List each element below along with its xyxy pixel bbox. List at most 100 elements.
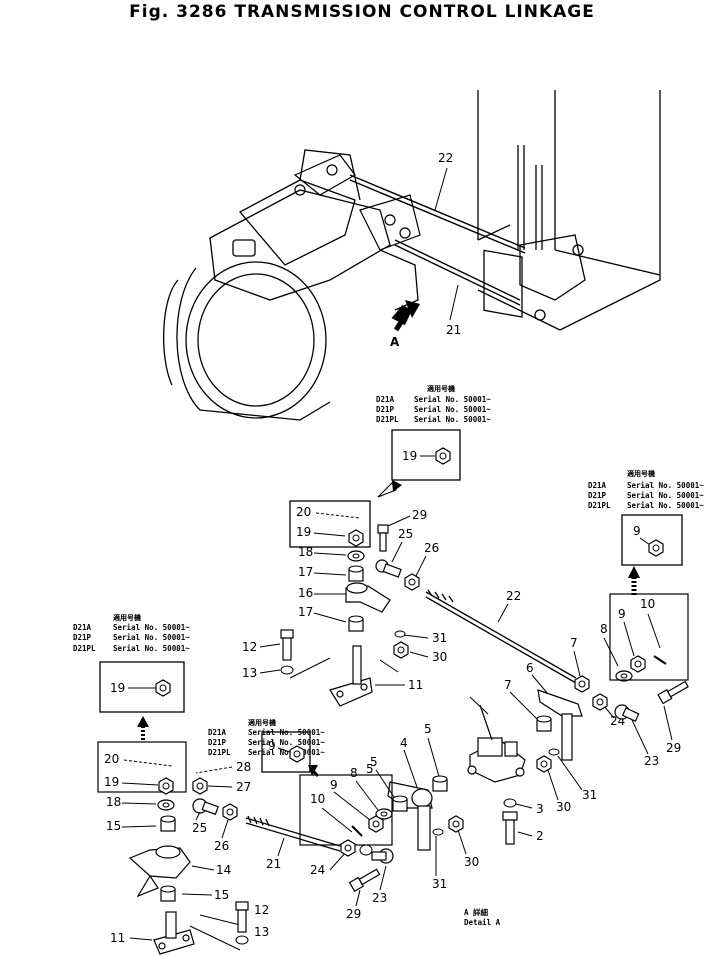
arm-6 xyxy=(537,689,583,761)
callout-3: 3 xyxy=(536,802,544,816)
control-box xyxy=(477,90,661,331)
callout-17: 17 xyxy=(298,565,313,579)
callout-10: 10 xyxy=(310,792,325,806)
view-arrow-a xyxy=(391,300,420,332)
serial-text: Serial No. 50001~ xyxy=(113,623,190,632)
leader xyxy=(557,755,583,791)
leader xyxy=(195,811,201,821)
callout-7: 7 xyxy=(504,678,512,692)
cotter-pin-icon xyxy=(351,825,363,837)
serial-model: D21A xyxy=(588,481,607,490)
serial-model: D21P xyxy=(73,633,92,642)
upper-valve-linkage xyxy=(293,154,421,251)
bolt-12 xyxy=(235,901,249,933)
callout-5: 5 xyxy=(366,762,374,776)
lever-16 xyxy=(345,582,391,613)
leader xyxy=(121,782,159,786)
leader-21 xyxy=(449,284,459,321)
nut-icon xyxy=(404,573,420,591)
leader xyxy=(321,807,353,833)
washer-icon xyxy=(503,798,517,808)
serial-header: 適用号機 xyxy=(427,384,455,393)
leader xyxy=(469,696,489,715)
leader xyxy=(181,893,213,896)
serial-model: D21P xyxy=(376,405,395,414)
inset-box xyxy=(261,731,311,773)
serial-model: D21A xyxy=(376,395,395,404)
serial-model: D21PL xyxy=(376,415,399,424)
leader xyxy=(313,552,347,556)
callout-11: 11 xyxy=(408,678,423,692)
leader xyxy=(623,621,635,657)
callout-7: 7 xyxy=(570,636,578,650)
serial-header: 適用号機 xyxy=(113,613,141,622)
leader xyxy=(355,780,379,811)
bolt-12 xyxy=(280,629,294,661)
leader xyxy=(259,643,281,648)
callout-29: 29 xyxy=(346,907,361,921)
leader xyxy=(121,825,157,828)
leader xyxy=(427,737,441,781)
leader-22 xyxy=(434,167,448,211)
callout-19: 19 xyxy=(110,681,125,695)
snap-ring-icon xyxy=(394,630,406,638)
nut-icon xyxy=(574,675,590,693)
leader xyxy=(603,705,615,719)
lever-14 xyxy=(128,845,191,898)
leader xyxy=(573,650,581,677)
leader xyxy=(355,889,361,907)
leader xyxy=(547,769,559,801)
washer-icon xyxy=(157,799,175,811)
inset-box xyxy=(621,514,683,566)
nut-icon xyxy=(448,815,464,833)
nut-icon xyxy=(393,641,409,659)
rod-end-25 xyxy=(192,798,219,816)
leader xyxy=(207,785,233,788)
leader xyxy=(403,634,429,639)
detail-caption-en: Detail A xyxy=(464,918,501,927)
transmission-housing xyxy=(162,149,419,421)
serial-text: Serial No. 50001~ xyxy=(414,395,491,404)
nut-icon xyxy=(340,839,356,857)
leader xyxy=(457,829,467,855)
cotter-pin xyxy=(195,766,233,774)
serial-header: 適用号機 xyxy=(248,718,276,727)
leader xyxy=(191,865,215,871)
serial-text: Serial No. 50001~ xyxy=(414,415,491,424)
leader xyxy=(415,555,427,577)
washer-icon xyxy=(347,550,365,562)
callout-16: 16 xyxy=(298,586,313,600)
serial-model: D21P xyxy=(208,738,227,747)
callout-31: 31 xyxy=(582,788,597,802)
nut-icon xyxy=(158,777,174,795)
snap-ring-icon xyxy=(432,828,444,836)
rod-end-23 xyxy=(371,848,394,864)
bolt-29 xyxy=(348,868,381,893)
callout-19: 19 xyxy=(296,525,311,539)
serial-model: D21A xyxy=(208,728,227,737)
callout-30: 30 xyxy=(464,855,479,869)
callout-2: 2 xyxy=(536,829,544,843)
callout-15: 15 xyxy=(106,819,121,833)
leader xyxy=(313,612,347,623)
serial-model: D21PL xyxy=(73,644,96,653)
nut-icon xyxy=(648,539,664,557)
callout-25: 25 xyxy=(192,821,207,835)
nut-icon xyxy=(155,679,171,697)
leader xyxy=(277,837,285,857)
rod-end-25 xyxy=(375,559,402,578)
nut-icon xyxy=(289,745,305,763)
serial-text: Serial No. 50001~ xyxy=(627,491,704,500)
callout-25: 25 xyxy=(398,527,413,541)
serial-text: Serial No. 50001~ xyxy=(248,738,325,747)
serial-text: Serial No. 50001~ xyxy=(414,405,491,414)
callout-10: 10 xyxy=(640,597,655,611)
arrow-up-icon xyxy=(628,566,640,595)
serial-text: Serial No. 50001~ xyxy=(627,501,704,510)
washer-icon xyxy=(359,844,373,856)
nut-icon xyxy=(368,815,384,833)
rod-22-top xyxy=(349,174,526,254)
leader xyxy=(387,515,411,527)
leader xyxy=(329,851,347,871)
